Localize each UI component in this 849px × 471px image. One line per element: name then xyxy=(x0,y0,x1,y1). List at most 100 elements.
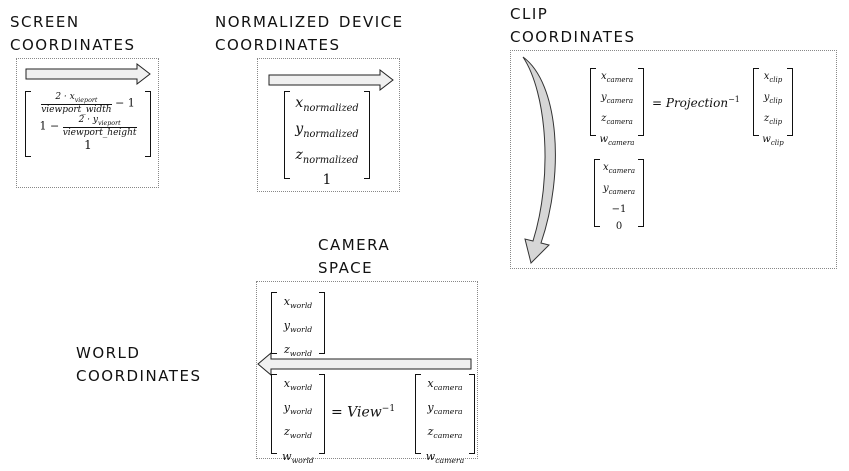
matrix-entry-subscript: camera xyxy=(433,407,463,417)
matrix-entry: xclip xyxy=(753,68,793,89)
screen-num-2: 2 · y xyxy=(78,114,98,125)
matrix-entry-base: w xyxy=(282,449,292,463)
left-bracket xyxy=(284,91,290,179)
left-bracket xyxy=(753,68,759,136)
matrix-entry-base: y xyxy=(600,92,607,103)
matrix-entry-base: y xyxy=(295,120,304,137)
screen-frac-1: 2 · xvieport viewport_width xyxy=(41,92,112,115)
matrix-entry: wclip xyxy=(753,131,793,152)
camera-op-text: = View xyxy=(331,404,382,421)
matrix-entry-subscript: clip xyxy=(770,139,784,147)
matrix-entry-base: −1 xyxy=(611,204,627,215)
right-bracket xyxy=(319,374,325,454)
matrix-entry-subscript: camera xyxy=(606,76,634,84)
left-bracket xyxy=(590,68,596,136)
matrix-entry: yworld xyxy=(271,316,325,340)
matrix-entry-base: 0 xyxy=(615,221,623,232)
screen-num-1-sub: vieport xyxy=(74,96,98,104)
matrix-entry-base: x xyxy=(427,377,434,390)
camera-op-sup: −1 xyxy=(381,404,396,414)
screen-frac-2: 2 · yvieport viewport_height xyxy=(62,114,137,138)
camera-label-line1: camera xyxy=(318,231,391,255)
left-bracket xyxy=(415,374,421,454)
matrix-entry-base: z xyxy=(283,343,290,357)
matrix-entry-subscript: camera xyxy=(608,188,636,196)
matrix-entry-subscript: camera xyxy=(608,167,636,175)
right-bracket xyxy=(638,68,644,136)
screen-row-1-tail: − 1 xyxy=(115,96,135,110)
matrix-entry: wworld xyxy=(271,447,325,471)
matrix-entry-base: z xyxy=(283,425,290,439)
matrix-entry: wcamera xyxy=(590,131,644,152)
matrix-entry-base: y xyxy=(763,92,770,103)
matrix-entry: xworld xyxy=(271,292,325,316)
matrix-entry-subscript: world xyxy=(291,455,314,465)
matrix-entry-subscript: normalized xyxy=(303,102,359,114)
right-bracket xyxy=(364,91,370,179)
matrix-entry: zworld xyxy=(271,340,325,364)
matrix-entry-base: w xyxy=(762,134,771,145)
matrix-entry: ycamera xyxy=(415,398,475,422)
screen-label-line1: screen xyxy=(10,8,80,32)
screen-label-line2: coordinates xyxy=(10,31,136,55)
screen-den-2: viewport_height xyxy=(62,127,137,138)
matrix-entry-base: 1 xyxy=(322,172,332,189)
screen-num-1: 2 · x xyxy=(55,92,75,102)
screen-coordinates-label: screen coordinates xyxy=(10,10,135,54)
left-bracket xyxy=(271,292,277,354)
matrix-entry-subscript: camera xyxy=(433,431,463,441)
right-bracket xyxy=(787,68,793,136)
clip-op-text: = Projection xyxy=(652,96,729,110)
left-bracket xyxy=(594,159,600,227)
clip-equation-operator: = Projection−1 xyxy=(652,95,740,110)
screen-matrix: 2 · xvieport viewport_width − 1 1 − 2 · … xyxy=(25,91,151,157)
matrix-entry: xcamera xyxy=(594,159,644,180)
matrix-entry: wcamera xyxy=(415,447,475,471)
camera-equation-operator: = View−1 xyxy=(331,404,395,421)
matrix-entry: zclip xyxy=(753,110,793,131)
ndc-label: Normalized Device coordinates xyxy=(215,10,404,54)
matrix-entry-subscript: camera xyxy=(606,97,634,105)
matrix-entry: xworld xyxy=(271,374,325,398)
ndc-label-line2: coordinates xyxy=(215,31,341,55)
matrix-entry-subscript: camera xyxy=(435,455,465,465)
matrix-entry: xcamera xyxy=(415,374,475,398)
matrix-entry-subscript: normalized xyxy=(303,128,359,140)
matrix-entry: znormalized xyxy=(284,145,370,171)
matrix-entry: ycamera xyxy=(590,89,644,110)
right-arrow-icon xyxy=(268,69,394,91)
right-bracket xyxy=(145,91,151,157)
matrix-entry: zcamera xyxy=(590,110,644,131)
screen-row-2-head: 1 − xyxy=(39,119,60,133)
matrix-entry: zworld xyxy=(271,422,325,446)
matrix-entry: 0 xyxy=(594,218,644,235)
matrix-entry-base: w xyxy=(599,134,609,145)
matrix-entry-subscript: camera xyxy=(606,118,633,126)
matrix-entry: ynormalized xyxy=(284,119,370,145)
matrix-entry-base: x xyxy=(295,95,304,111)
matrix-entry-subscript: world xyxy=(289,349,313,359)
screen-row-2: 1 − 2 · yvieport viewport_height xyxy=(25,115,151,138)
right-bracket xyxy=(319,292,325,354)
right-bracket xyxy=(638,159,644,227)
screen-den-1: viewport_width xyxy=(41,104,112,115)
world-label-line1: world xyxy=(76,339,141,363)
matrix-entry-subscript: world xyxy=(289,325,313,335)
matrix-entry-subscript: world xyxy=(289,431,313,441)
clip-label-line2: coordinates xyxy=(510,23,636,47)
matrix-entry-subscript: clip xyxy=(769,118,783,126)
matrix-entry-base: x xyxy=(763,71,770,82)
matrix-entry-base: x xyxy=(600,71,607,82)
screen-num-2-sub: vieport xyxy=(97,119,121,127)
matrix-entry: 1 xyxy=(284,170,370,191)
matrix-entry: −1 xyxy=(594,201,644,218)
